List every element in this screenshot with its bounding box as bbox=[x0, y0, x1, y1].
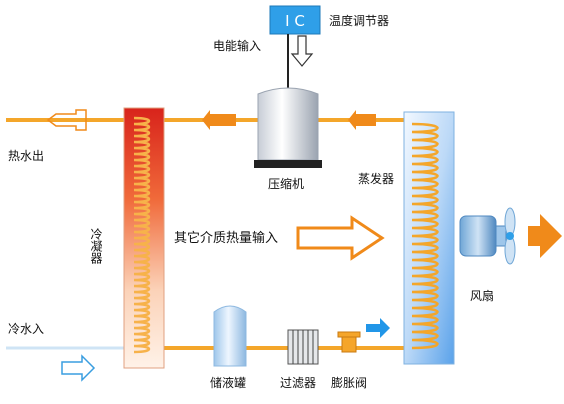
cold-water-in-arrow bbox=[61, 354, 96, 382]
temp-controller-label: 温度调节器 bbox=[329, 13, 389, 28]
heat-input-label: 其它介质热量输入 bbox=[174, 230, 278, 246]
power-input: 电能输入 bbox=[213, 34, 314, 90]
temperature-controller: I C 温度调节器 bbox=[269, 5, 389, 35]
condenser: 冷凝器 bbox=[89, 107, 165, 369]
bottom-flow-arrow bbox=[366, 318, 390, 338]
evaporator-coil bbox=[411, 122, 439, 350]
expansion-valve: 膨胀阀 bbox=[331, 331, 367, 390]
receiver-tank: 储液罐 bbox=[210, 305, 247, 390]
compressor-label: 压缩机 bbox=[268, 176, 304, 191]
fan: 风扇 bbox=[459, 207, 562, 303]
filter-label: 过滤器 bbox=[280, 376, 316, 390]
hot-water-out-label: 热水出 bbox=[8, 149, 44, 163]
power-input-label: 电能输入 bbox=[213, 38, 261, 53]
top-flow-arrow-right bbox=[348, 110, 376, 130]
ic-box-text: I C bbox=[285, 12, 305, 30]
cold-water-in-label: 冷水入 bbox=[8, 322, 44, 336]
compressor: 压缩机 bbox=[254, 87, 322, 191]
condenser-label: 冷凝器 bbox=[89, 228, 103, 265]
top-flow-arrow-left bbox=[202, 110, 236, 130]
power-input-arrow bbox=[290, 35, 314, 67]
heat-input-arrow bbox=[296, 215, 385, 261]
hot-water-out-arrow bbox=[46, 109, 87, 131]
expansion-valve-label: 膨胀阀 bbox=[331, 376, 367, 390]
evaporator-label: 蒸发器 bbox=[358, 171, 394, 186]
fan-airflow-arrow bbox=[528, 214, 562, 258]
condenser-coil bbox=[133, 116, 151, 354]
filter: 过滤器 bbox=[280, 329, 319, 390]
evaporator: 蒸发器 bbox=[358, 111, 455, 365]
fan-label: 风扇 bbox=[470, 288, 494, 303]
receiver-label: 储液罐 bbox=[210, 375, 246, 390]
